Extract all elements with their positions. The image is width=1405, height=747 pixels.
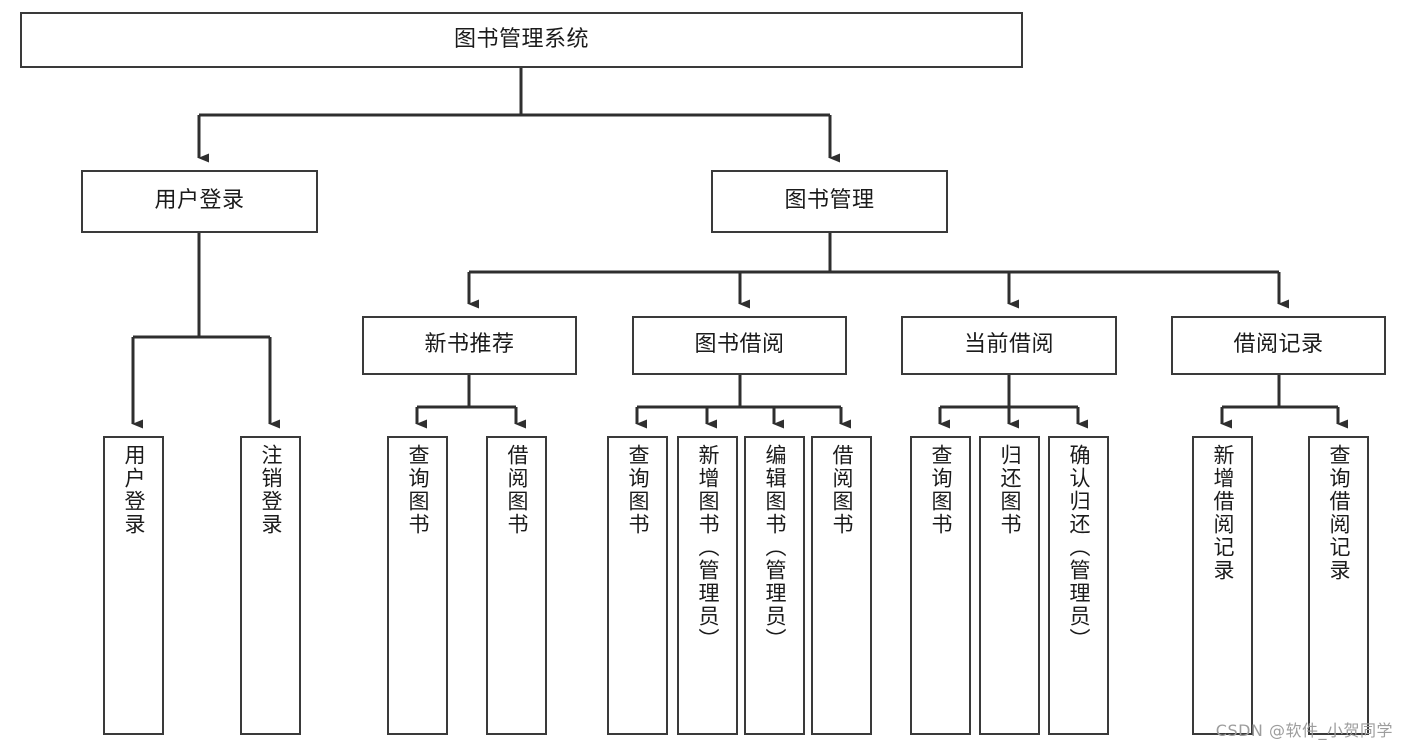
node-leaf-user-logout-label: 注销登录 — [259, 444, 283, 536]
node-borrow-record[interactable]: 借阅记录 — [1171, 316, 1386, 375]
node-leaf-borrow-book-1[interactable]: 借阅图书 — [486, 436, 547, 735]
node-user-login[interactable]: 用户登录 — [81, 170, 318, 233]
node-leaf-user-logout[interactable]: 注销登录 — [240, 436, 301, 735]
node-leaf-edit-book-label: 编辑图书（管理员） — [763, 444, 787, 651]
node-leaf-confirm-return[interactable]: 确认归还（管理员） — [1048, 436, 1109, 735]
node-book-management[interactable]: 图书管理 — [711, 170, 948, 233]
node-leaf-user-login[interactable]: 用户登录 — [103, 436, 164, 735]
node-leaf-add-record[interactable]: 新增借阅记录 — [1192, 436, 1253, 735]
node-leaf-return-book-label: 归还图书 — [998, 444, 1022, 536]
node-leaf-query-book-1-label: 查询图书 — [406, 444, 430, 536]
node-leaf-add-book-label: 新增图书（管理员） — [696, 444, 720, 651]
node-current-borrow[interactable]: 当前借阅 — [901, 316, 1117, 375]
node-leaf-user-login-label: 用户登录 — [122, 444, 146, 536]
node-leaf-add-book[interactable]: 新增图书（管理员） — [677, 436, 738, 735]
csdn-watermark: CSDN @软件_小贺同学 — [1215, 721, 1393, 740]
node-leaf-query-book-2-label: 查询图书 — [626, 444, 650, 536]
node-root-label: 图书管理系统 — [453, 26, 589, 52]
node-book-borrow-label: 图书借阅 — [694, 332, 785, 358]
node-leaf-confirm-return-label: 确认归还（管理员） — [1067, 444, 1091, 651]
node-leaf-query-book-2[interactable]: 查询图书 — [607, 436, 668, 735]
node-leaf-query-record[interactable]: 查询借阅记录 — [1308, 436, 1369, 735]
node-user-login-label: 用户登录 — [154, 188, 245, 214]
node-leaf-query-book-1[interactable]: 查询图书 — [387, 436, 448, 735]
node-borrow-record-label: 借阅记录 — [1233, 332, 1324, 358]
node-leaf-edit-book[interactable]: 编辑图书（管理员） — [744, 436, 805, 735]
node-book-borrow[interactable]: 图书借阅 — [632, 316, 847, 375]
node-new-book-recommend-label: 新书推荐 — [424, 332, 515, 358]
node-leaf-return-book[interactable]: 归还图书 — [979, 436, 1040, 735]
node-root-system[interactable]: 图书管理系统 — [20, 12, 1023, 68]
node-new-book-recommend[interactable]: 新书推荐 — [362, 316, 577, 375]
node-leaf-query-book-3[interactable]: 查询图书 — [910, 436, 971, 735]
node-leaf-borrow-book-2[interactable]: 借阅图书 — [811, 436, 872, 735]
node-current-borrow-label: 当前借阅 — [963, 332, 1054, 358]
node-leaf-add-record-label: 新增借阅记录 — [1211, 444, 1235, 582]
node-leaf-query-book-3-label: 查询图书 — [929, 444, 953, 536]
node-leaf-query-record-label: 查询借阅记录 — [1327, 444, 1351, 582]
node-leaf-borrow-book-1-label: 借阅图书 — [505, 444, 529, 536]
node-book-management-label: 图书管理 — [784, 188, 875, 214]
node-leaf-borrow-book-2-label: 借阅图书 — [830, 444, 854, 536]
